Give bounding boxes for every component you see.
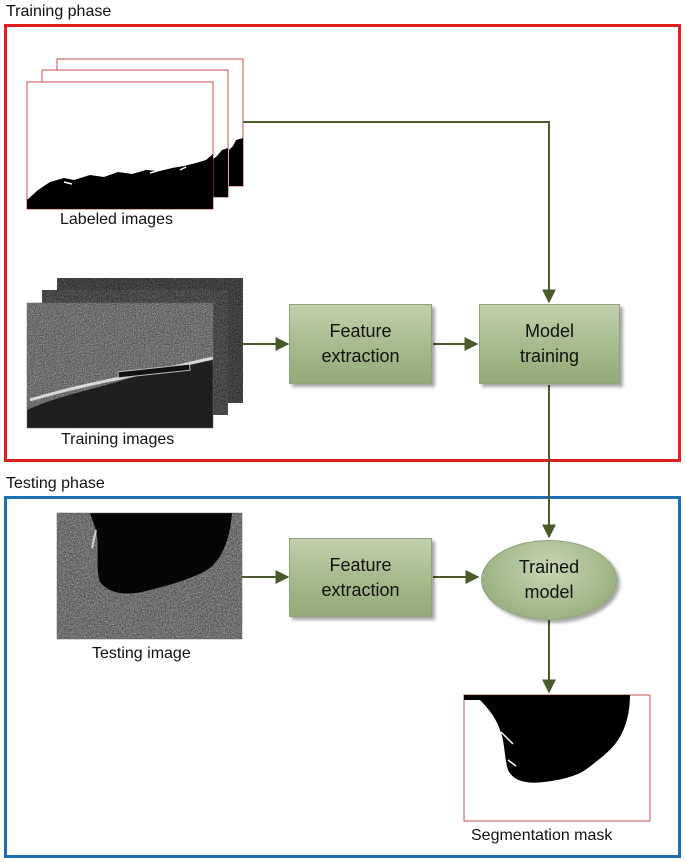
- testing-phase-title: Testing phase: [6, 475, 105, 492]
- model-training-box: Model training: [479, 304, 620, 384]
- training-feature-extraction-box: Feature extraction: [289, 304, 432, 384]
- training-phase-frame: [4, 24, 681, 462]
- segmentation-mask-image: [463, 694, 651, 822]
- testing-image: [56, 512, 243, 640]
- training-images-caption: Training images: [61, 431, 175, 448]
- connectors: [242, 121, 556, 694]
- trained-model-ellipse: Trained model: [481, 540, 617, 620]
- training-phase-title: Training phase: [6, 3, 112, 20]
- training-images-stack: [26, 278, 243, 429]
- labeled-images-stack: [26, 58, 244, 210]
- testing-phase-frame: [4, 496, 681, 858]
- labeled-images-caption: Labeled images: [60, 211, 173, 228]
- segmentation-mask-caption: Segmentation mask: [471, 827, 613, 844]
- arrow-labeled-to-model-training: [243, 121, 556, 304]
- labeled-mask-shape: [27, 154, 213, 209]
- testing-feature-extraction-box: Feature extraction: [289, 538, 432, 617]
- testing-image-caption: Testing image: [92, 645, 191, 662]
